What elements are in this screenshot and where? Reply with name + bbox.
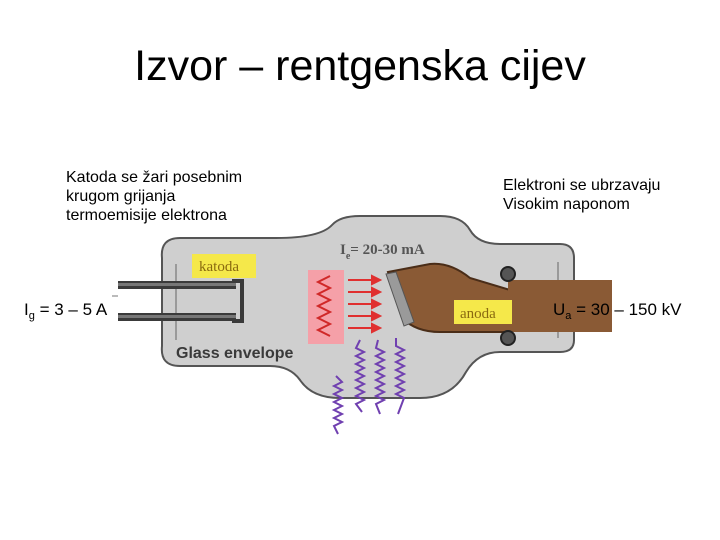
- tube-current-sub: e: [346, 251, 351, 262]
- anode-seal-top: [500, 266, 516, 282]
- heater-current-label: Ig = 3 – 5 A: [24, 300, 108, 322]
- slide-title: Izvor – rentgenska cijev: [134, 42, 586, 90]
- cathode-note-line-2: krugom grijanja: [66, 188, 176, 205]
- glass-envelope: [160, 215, 575, 399]
- anode-label-bg: [454, 300, 512, 324]
- acceleration-note-line-1: Elektroni se ubrzavaju: [503, 177, 661, 194]
- xray-waves: [331, 338, 407, 435]
- cathode-lead-bottom-bright: [118, 315, 236, 318]
- anode-voltage-sub: a: [565, 310, 572, 322]
- cathode-note-line-1: Katoda se žari posebnim: [66, 169, 243, 186]
- anode-voltage-value: = 30 – 150 kV: [571, 300, 682, 319]
- anode-target-face: [385, 271, 415, 327]
- heater-current-sub: g: [28, 310, 35, 322]
- anode-label: anoda: [460, 306, 496, 322]
- acceleration-note: Elektroni se ubrzavaju Visokim naponom: [503, 176, 713, 214]
- tube-current-label: Ie= 20-30 mA: [340, 242, 425, 262]
- tube-current-symbol: I: [340, 242, 346, 258]
- anode-voltage-label: Ua = 30 – 150 kV: [553, 300, 682, 322]
- acceleration-note-line-2: Visokim naponom: [503, 196, 630, 213]
- anode-lead: [508, 280, 612, 332]
- anode-seal-bottom: [500, 330, 516, 346]
- electron-beam: [348, 274, 383, 334]
- cathode-label: katoda: [199, 259, 239, 275]
- heater-current-symbol: I: [24, 300, 29, 319]
- cathode-lead-top-bright: [118, 283, 236, 286]
- filament-coil: [315, 275, 333, 337]
- glass-envelope-label: Glass envelope: [176, 345, 293, 362]
- cathode-note-line-3: termoemisije elektrona: [66, 207, 227, 224]
- tube-current-value: = 20-30 mA: [350, 242, 425, 258]
- filament-box: [308, 270, 344, 344]
- cathode-label-bg: [192, 254, 256, 278]
- heater-current-value: = 3 – 5 A: [34, 300, 108, 319]
- cathode-focus-cup: [232, 279, 244, 323]
- anode-voltage-symbol: U: [553, 300, 566, 319]
- cathode-note: Katoda se žari posebnim krugom grijanja …: [66, 168, 296, 225]
